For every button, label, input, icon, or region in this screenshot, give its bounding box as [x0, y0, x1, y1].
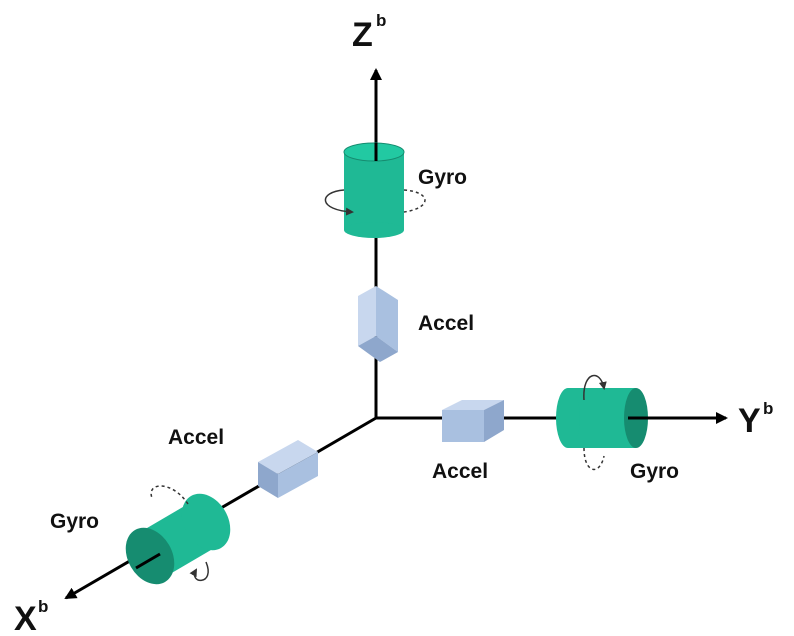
x-gyro-cylinder	[125, 493, 231, 585]
y-axis-label: Y b	[738, 399, 773, 440]
z-axis-superscript: b	[376, 11, 386, 30]
y-gyro-label: Gyro	[630, 460, 679, 483]
y-accel-label: Accel	[432, 460, 488, 483]
z-gyro-label: Gyro	[418, 166, 467, 189]
y-accel-block	[442, 400, 504, 442]
x-axis-letter: X	[14, 600, 37, 636]
x-axis-superscript: b	[38, 597, 48, 616]
z-accel-label: Accel	[418, 312, 474, 335]
x-axis-label: X b	[14, 597, 48, 636]
x-accel-label: Accel	[168, 426, 224, 449]
z-accel-block	[358, 286, 398, 362]
x-gyro-rotation-arrow	[150, 485, 209, 582]
z-gyro-rotation-arrow	[324, 189, 426, 216]
y-gyro-cylinder	[556, 388, 648, 448]
z-axis-label: Z b	[352, 11, 386, 54]
z-gyro-cylinder	[343, 142, 405, 238]
y-axis-superscript: b	[763, 399, 773, 418]
x-gyro-label: Gyro	[50, 510, 99, 533]
y-gyro-rotation-arrow	[583, 374, 607, 470]
x-accel-block	[258, 440, 318, 498]
z-axis-letter: Z	[352, 16, 373, 54]
y-axis-letter: Y	[738, 402, 761, 440]
